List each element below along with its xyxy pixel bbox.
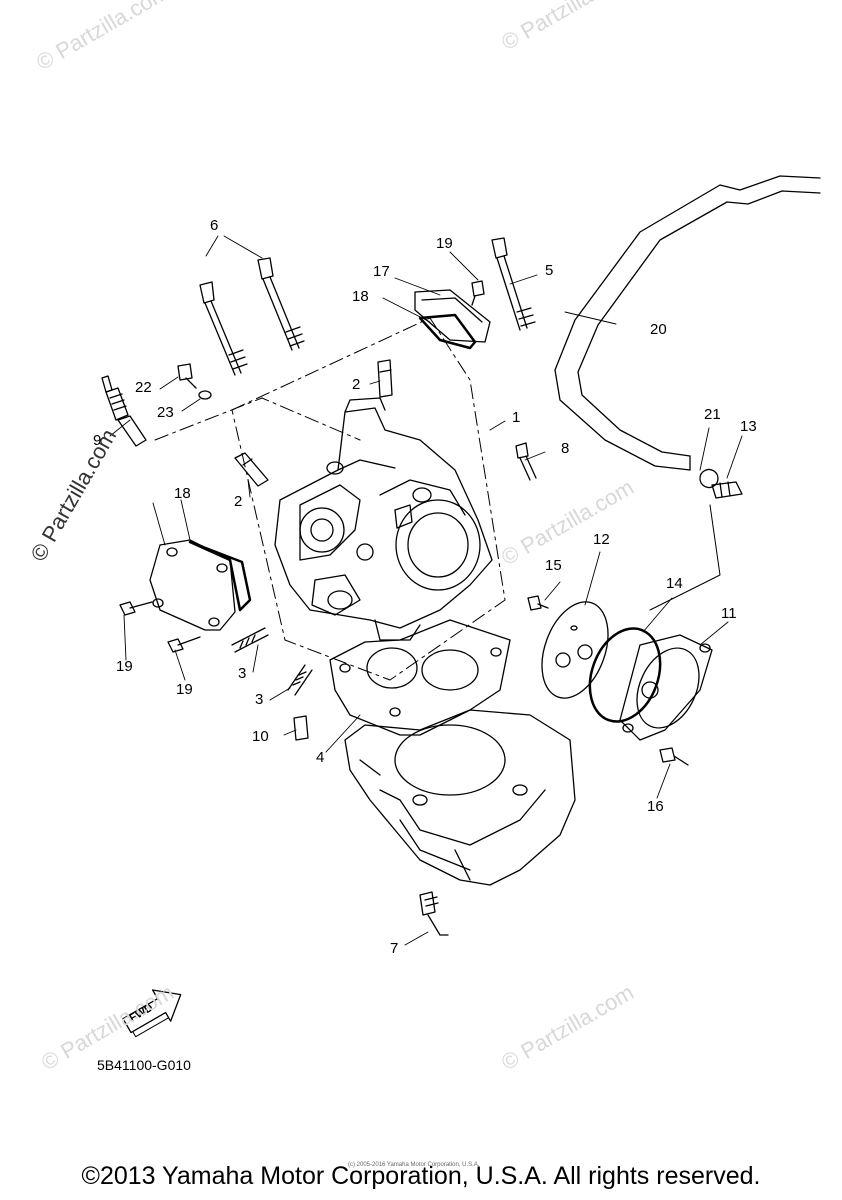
callout-10: 10	[252, 728, 269, 745]
head-bolt-right	[257, 257, 305, 351]
callout-19: 19	[116, 658, 133, 675]
bolt-16	[659, 747, 689, 766]
hose-clip	[699, 468, 719, 489]
cover-11	[619, 634, 713, 741]
fine-print: (c) 2005-2016 Yamaha Motor Corporation, …	[348, 1162, 480, 1168]
callout-22: 22	[135, 379, 152, 396]
callout-17: 17	[373, 263, 390, 280]
callout-12: 12	[593, 531, 610, 548]
callout-21: 21	[704, 406, 721, 423]
callout-7: 7	[390, 940, 399, 957]
callout-9: 9	[93, 432, 102, 449]
assembly-dash-line-3	[649, 504, 721, 611]
bolt-19-lower	[167, 636, 201, 653]
washer-23	[198, 390, 212, 400]
drawing-code: 5B41100-G010	[97, 1057, 191, 1073]
callout-18: 18	[174, 485, 191, 502]
tappet-cover-top	[414, 289, 491, 343]
callout-19: 19	[436, 235, 453, 252]
cylinder-head	[274, 397, 493, 641]
bolt-8	[515, 442, 537, 481]
o-ring-top	[418, 313, 477, 350]
callout-14: 14	[666, 575, 683, 592]
collar-10	[293, 715, 309, 741]
callout-13: 13	[740, 418, 757, 435]
assembly-dash-line-2	[154, 397, 361, 441]
assembly-dash-outline	[231, 317, 506, 681]
dowel-pin-upper	[377, 359, 393, 398]
callout-3: 3	[238, 665, 247, 682]
callout-2: 2	[352, 376, 361, 393]
cylinder-block	[344, 709, 576, 886]
breather-hose	[554, 175, 821, 471]
callout-3: 3	[255, 691, 264, 708]
bolt-19-left	[119, 601, 153, 616]
callout-11: 11	[721, 605, 737, 622]
o-ring-left	[188, 540, 252, 612]
callout-8: 8	[561, 440, 570, 457]
callout-5: 5	[545, 262, 554, 279]
callout-6: 6	[210, 217, 219, 234]
leader-lines	[109, 235, 743, 946]
callout-15: 15	[545, 557, 562, 574]
callout-20: 20	[650, 321, 667, 338]
head-gasket	[329, 619, 511, 736]
callout-23: 23	[157, 404, 174, 421]
bolt-15	[527, 595, 549, 611]
callout-19: 19	[176, 681, 193, 698]
plate-12	[541, 601, 609, 699]
bolt-22	[177, 363, 197, 389]
callout-16: 16	[647, 798, 664, 815]
callout-1: 1	[512, 409, 521, 426]
dowel-pin-left	[234, 452, 269, 487]
fwd-arrow	[122, 989, 182, 1038]
stud-3-upper	[231, 627, 269, 653]
copyright-notice: ©2013 Yamaha Motor Corporation, U.S.A. A…	[81, 1162, 761, 1190]
stud-3-lower	[287, 664, 313, 696]
callout-4: 4	[316, 749, 325, 766]
o-ring-14	[588, 627, 662, 723]
callout-2: 2	[234, 493, 243, 510]
callout-18: 18	[352, 288, 369, 305]
bolt-7	[419, 891, 449, 936]
hose-fitting	[711, 481, 743, 499]
spark-plug	[101, 375, 147, 447]
head-bolt-left	[199, 281, 248, 376]
bolt-19-top	[471, 280, 485, 306]
stud-bolt-5	[491, 237, 536, 331]
